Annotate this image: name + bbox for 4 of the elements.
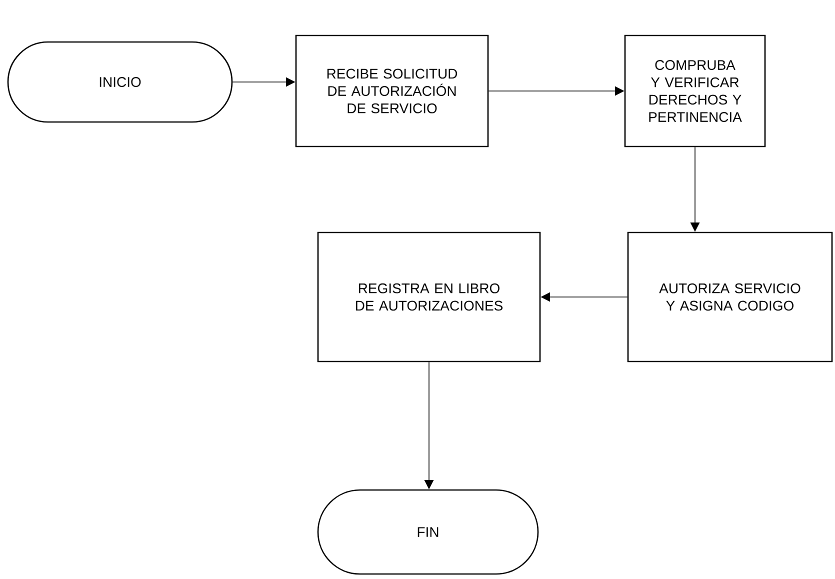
process-box: COMPRUBA Y VERIFICAR DERECHOS Y PERTINENCIA: [624, 34, 766, 148]
process-box: AUTORIZA SERVICIO Y ASIGNA CODIGO: [627, 232, 833, 362]
process-box: REGISTRA EN LIBRO DE AUTORIZACIONES: [317, 232, 541, 362]
process-box: RECIBE SOLICITUD DE AUTORIZACIÓN DE SERVICIO: [295, 34, 489, 148]
